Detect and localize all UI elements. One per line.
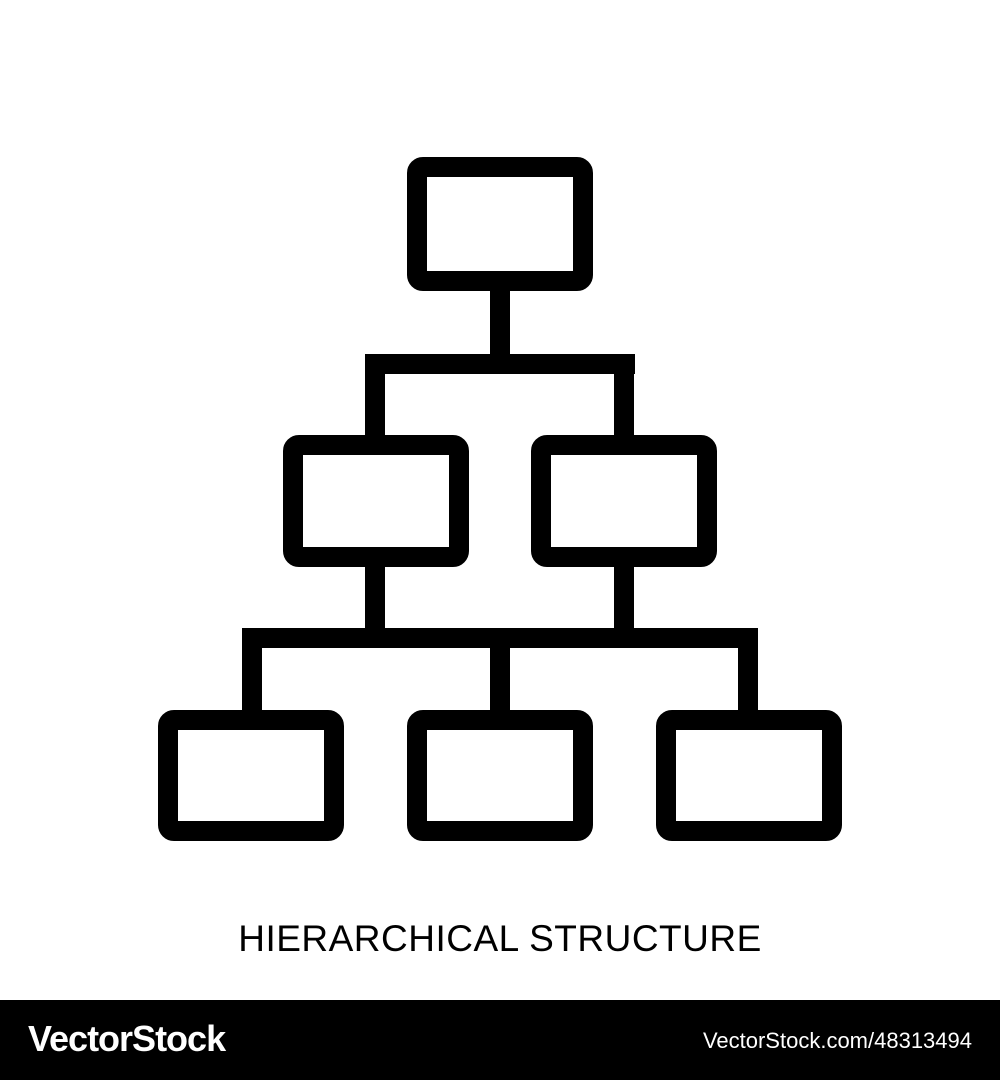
- bottom-center-node-box: [407, 710, 593, 841]
- hierarchical-structure-icon: [158, 157, 842, 841]
- bottom-left-node-box: [158, 710, 344, 841]
- artwork-canvas: HIERARCHICAL STRUCTURE: [158, 157, 842, 959]
- bottom-right-node-box: [656, 710, 842, 841]
- middle-left-node-box: [283, 435, 469, 567]
- middle-right-node-box: [531, 435, 717, 567]
- footer-bar: VectorStock VectorStock.com/48313494: [0, 1000, 1000, 1080]
- vectorstock-logo: VectorStock: [28, 1018, 226, 1059]
- image-id-label: VectorStock.com/48313494: [702, 1028, 972, 1053]
- top-node-box: [407, 157, 593, 291]
- icon-caption: HIERARCHICAL STRUCTURE: [238, 918, 762, 959]
